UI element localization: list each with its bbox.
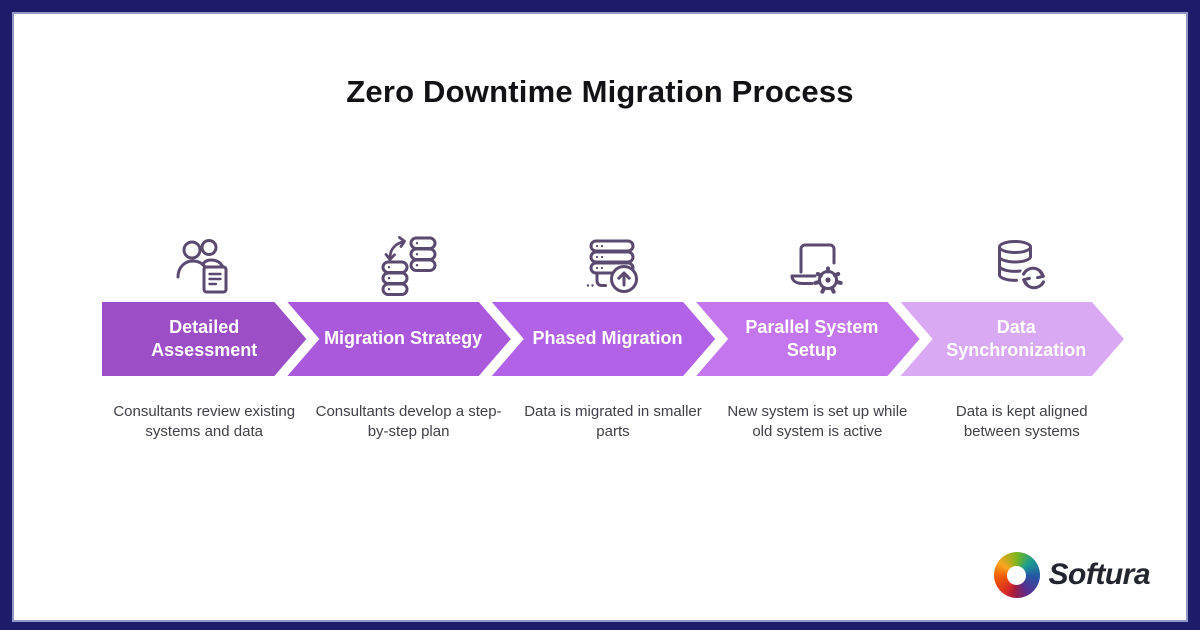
step-label: Phased Migration [532,328,683,349]
step-icon-box [920,226,1124,302]
step-icon-box [102,226,306,302]
process-step: Phased Migration Data is migrated in sma… [511,226,715,443]
step-description: Consultants review existing systems and … [113,403,296,441]
content-area: Zero Downtime Migration Process Detailed… [14,14,1186,620]
step-chevron: Parallel System Setup [696,302,919,376]
step-label: Data Synchronization [946,316,1087,360]
servers-transfer-icon [381,236,437,296]
step-label: Detailed Assessment [151,316,258,360]
process-step: Migration Strategy Consultants develop a… [306,226,510,443]
softura-swirl-icon [993,552,1040,598]
step-description: Data is kept aligned between systems [955,403,1088,441]
step-chevron: Data Synchronization [901,302,1124,376]
step-description: Data is migrated in smaller parts [524,403,702,441]
step-description: New system is set up while old system is… [727,403,908,441]
process-step: Parallel System Setup New system is set … [715,226,919,443]
page-title: Zero Downtime Migration Process [346,74,854,109]
step-chevron: Migration Strategy [287,302,510,376]
process-step: Detailed Assessment Consultants review e… [102,226,306,443]
server-upload-icon [585,239,638,293]
step-chevron: Phased Migration [492,302,715,376]
step-chevron: Detailed Assessment [102,302,306,376]
step-label: Migration Strategy [324,328,483,349]
process-steps: Detailed Assessment Consultants review e… [102,226,1124,443]
step-icon-box [511,226,715,302]
softura-logo: Softura [993,552,1151,598]
swirl-hole [1007,565,1026,585]
step-label: Parallel System Setup [745,316,879,360]
step-description: Consultants develop a step-by-step plan [315,403,502,441]
step-icon-box [715,226,919,302]
logo-wordmark: Softura [1048,558,1151,591]
users-document-icon [176,239,228,294]
laptop-gear-icon [790,243,844,294]
process-step: Data Synchronization Data is kept aligne… [920,226,1124,443]
database-sync-icon [997,240,1049,294]
step-icon-box [306,226,510,302]
